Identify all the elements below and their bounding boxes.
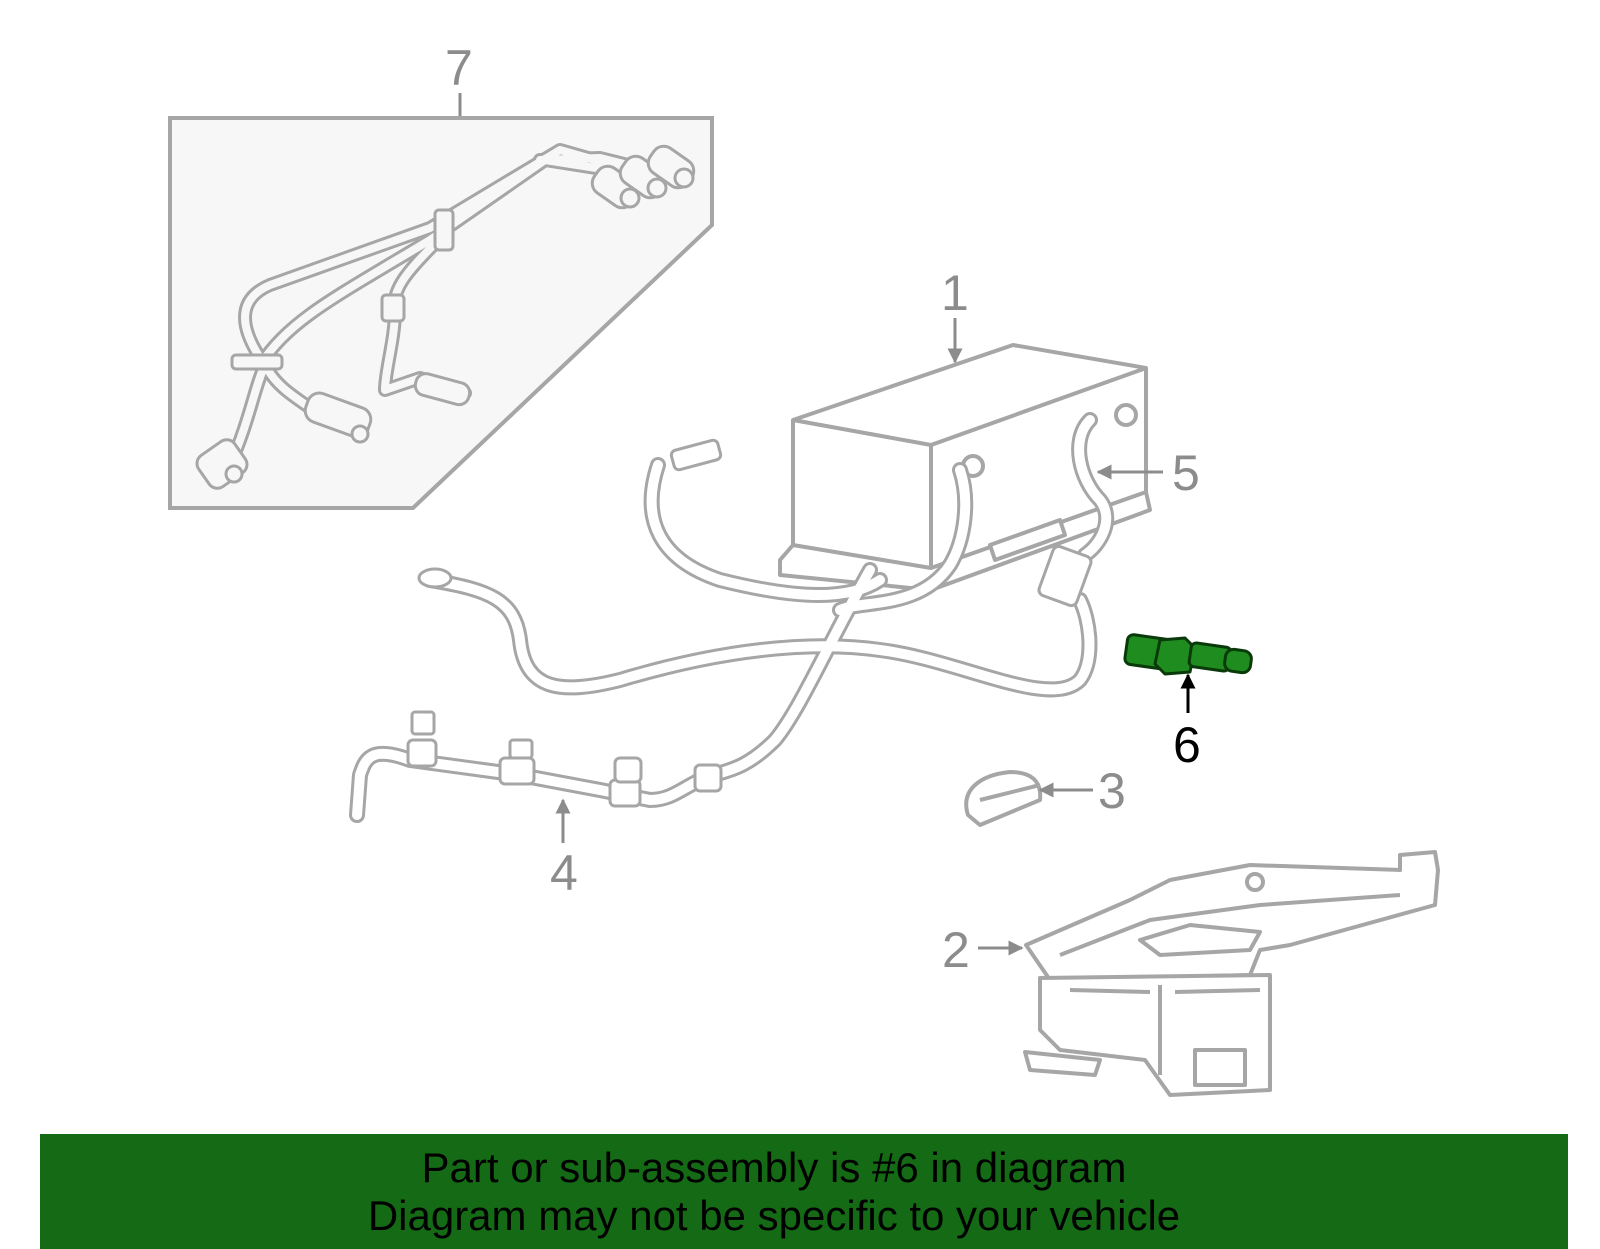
part-3-clip[interactable] [964,770,1043,827]
callout-7: 7 [445,40,473,96]
highlighted-part-6[interactable] [1123,633,1253,676]
spark-plug-wire-set-inset[interactable] [168,116,714,510]
battery-cables[interactable] [349,412,1115,823]
callout-1: 1 [941,265,969,321]
callout-4: 4 [550,845,578,901]
leader-lines [458,93,1196,956]
callout-3: 3 [1098,763,1126,819]
banner-line-2: Diagram may not be specific to your vehi… [367,1192,1181,1239]
battery[interactable] [778,343,1152,592]
info-banner: Part or sub-assembly is #6 in diagram Di… [40,1134,1568,1249]
callout-5: 5 [1172,445,1200,501]
callout-6: 6 [1173,717,1201,773]
callout-2: 2 [942,922,970,978]
battery-tray[interactable] [1023,850,1440,1097]
banner-line-1: Part or sub-assembly is #6 in diagram [421,1144,1127,1191]
